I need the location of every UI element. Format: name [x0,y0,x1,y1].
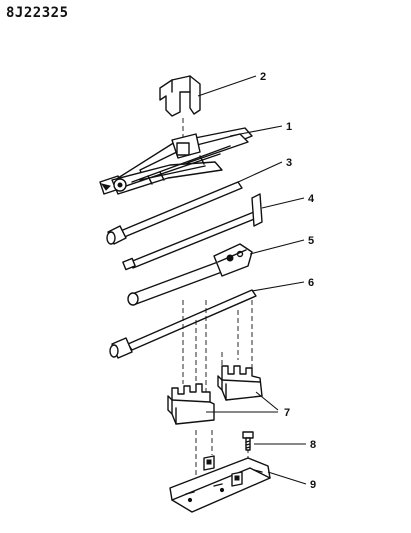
callout-5: 5 [308,235,314,247]
callout-6: 6 [308,277,314,289]
extension-rod-part [106,181,243,245]
callout-leaders [197,75,307,485]
callout-labels: 2 1 3 4 5 6 7 8 9 [260,71,316,491]
jack-handle-part [122,193,263,271]
callout-1: 1 [286,121,292,133]
callout-2: 2 [260,71,266,83]
callout-4: 4 [308,193,315,205]
callout-8: 8 [310,439,316,451]
figure-id: 8J22325 [6,5,69,21]
callout-9: 9 [310,479,316,491]
storage-clip-right-part [217,365,263,401]
mounting-bolt-part [242,431,254,451]
jack-bracket-part [159,75,201,138]
extension-rod-long-part [109,289,257,359]
scissor-jack-part [99,127,253,195]
storage-clip-left-part [167,383,215,425]
lug-wrench-part [127,243,253,306]
base-bracket-part [169,455,271,513]
callout-7: 7 [284,407,290,419]
callout-3: 3 [286,157,292,169]
